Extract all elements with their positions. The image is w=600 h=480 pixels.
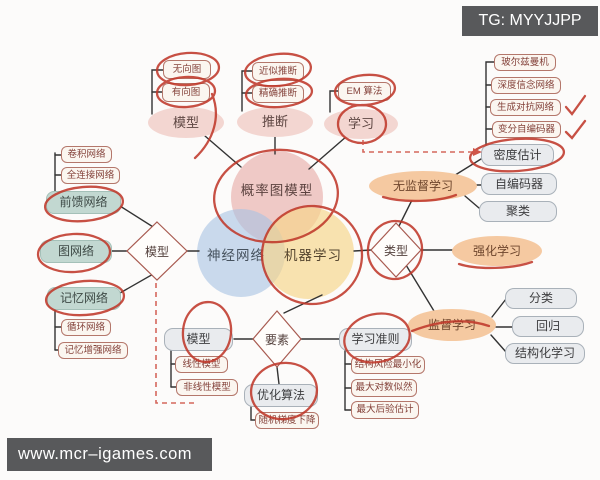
node-max-log-likelihood: 最大对数似然 xyxy=(351,379,417,397)
node-structural-risk-minimization: 结构风险最小化 xyxy=(351,356,425,374)
node-memory-network: 记忆网络 xyxy=(47,287,121,310)
node-directed-graph: 有向图 xyxy=(162,83,210,102)
node-learning-ellipse: 学习 xyxy=(324,109,398,139)
node-feedforward-network: 前馈网络 xyxy=(46,191,121,214)
node-gan: 生成对抗网络 xyxy=(490,99,561,116)
node-unsupervised-learning: 无监督学习 xyxy=(369,171,477,201)
node-recurrent-network: 循环网络 xyxy=(61,319,111,336)
node-optimization-algorithm: 优化算法 xyxy=(244,384,318,407)
node-approximate-inference: 近似推断 xyxy=(252,62,304,81)
node-deep-belief-network: 深度信念网络 xyxy=(491,77,561,94)
node-undirected-graph: 无向图 xyxy=(163,60,211,79)
node-inference-ellipse: 推断 xyxy=(237,107,313,137)
node-supervised-learning: 监督学习 xyxy=(408,309,496,341)
node-reinforcement-learning: 强化学习 xyxy=(452,236,542,266)
node-vae: 变分自编码器 xyxy=(492,121,561,138)
node-nonlinear-model: 非线性模型 xyxy=(176,379,238,396)
tg-badge: TG: MYYJJPP xyxy=(462,6,598,36)
venn-label-neural-network: 神经网络 xyxy=(207,247,265,263)
node-exact-inference: 精确推断 xyxy=(252,85,304,103)
model-diamond-label: 模型 xyxy=(144,244,169,259)
node-convolutional-network: 卷积网络 xyxy=(61,146,112,163)
checkmark-icon-gan xyxy=(564,94,587,116)
node-model-ellipse: 模型 xyxy=(148,107,224,138)
node-memory-augmented-network: 记忆增强网络 xyxy=(58,342,128,359)
pen-dashed-learning-to-density xyxy=(362,140,473,153)
node-model-box: 模型 xyxy=(164,328,233,351)
node-linear-model: 线性模型 xyxy=(175,356,228,373)
type-diamond-label: 类型 xyxy=(383,243,408,258)
node-boltzmann-machine: 玻尔兹曼机 xyxy=(494,54,556,71)
node-classification: 分类 xyxy=(505,288,577,309)
venn-label-pgm: 概率图模型 xyxy=(240,182,314,198)
watermark-url: www.mcr–igames.com xyxy=(7,438,212,471)
venn-label-machine-learning: 机器学习 xyxy=(284,247,342,263)
node-em-algorithm: EM 算法 xyxy=(338,82,391,101)
node-clustering: 聚类 xyxy=(479,201,557,222)
checkmark-icon-vae xyxy=(564,119,587,140)
elements-diamond-label: 要素 xyxy=(264,332,289,347)
node-learning-criterion: 学习准则 xyxy=(339,328,412,351)
node-graph-network: 图网络 xyxy=(40,240,112,263)
node-regression: 回归 xyxy=(512,316,584,337)
node-density-estimation: 密度估计 xyxy=(481,144,554,166)
node-max-a-posteriori: 最大后验估计 xyxy=(351,401,419,419)
node-autoencoder: 自编码器 xyxy=(481,173,557,195)
node-sgd: 随机梯度下降 xyxy=(255,412,319,429)
node-fully-connected-network: 全连接网络 xyxy=(61,167,120,184)
node-structured-learning: 结构化学习 xyxy=(505,343,585,364)
